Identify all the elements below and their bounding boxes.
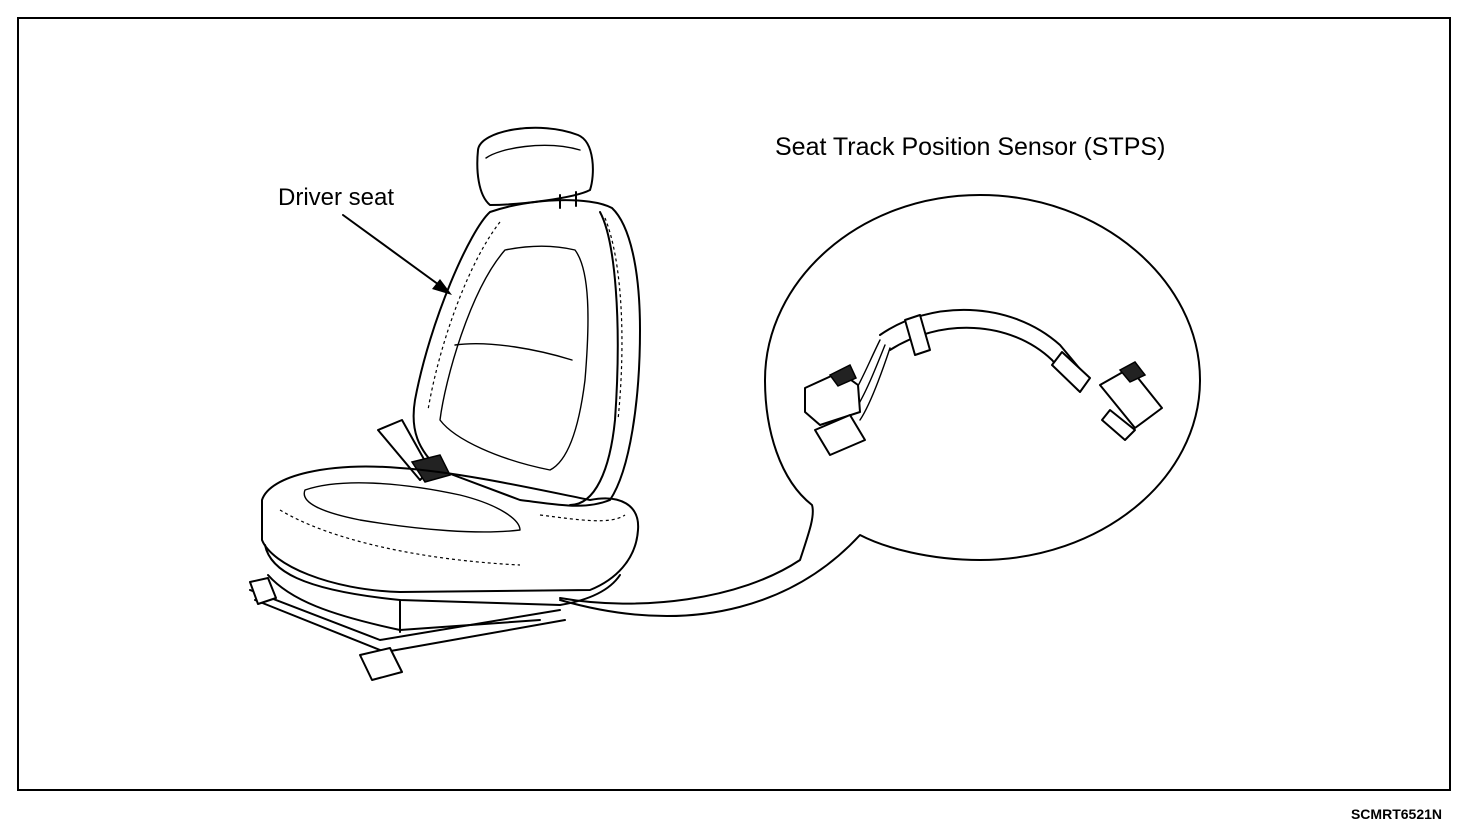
- stps-sensor-illustration: [804, 308, 1163, 456]
- driver-seat-label: Driver seat: [278, 184, 395, 211]
- stps-label: Seat Track Position Sensor (STPS): [775, 133, 1166, 161]
- figure-code: SCMRT6521N: [1350, 806, 1442, 822]
- figure-frame: [17, 17, 1451, 791]
- driver-seat-illustration: [249, 126, 641, 681]
- callout-arrow: [342, 214, 452, 295]
- callout-bubble: [559, 194, 1201, 617]
